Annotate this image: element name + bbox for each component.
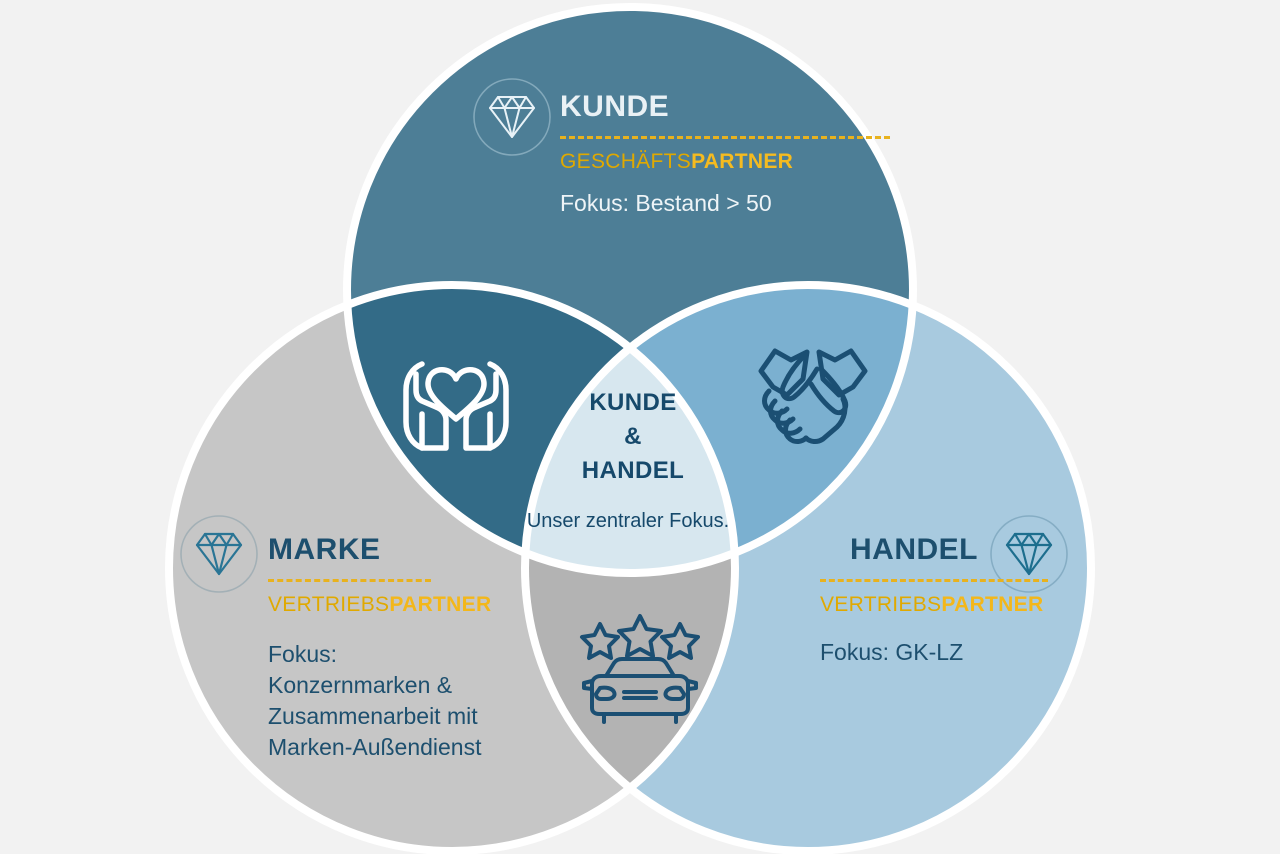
diamond-icon	[990, 515, 1068, 593]
handel-focus: Fokus: GK-LZ	[820, 639, 964, 665]
marke-focus-line-1: Fokus:	[268, 641, 338, 667]
overlap-center[interactable]	[525, 285, 1091, 851]
handel-partner-line: VERTRIEBSPARTNER	[820, 594, 1120, 615]
kunde-partner-line: GESCHÄFTSPARTNER	[560, 151, 890, 172]
outline-kunde	[343, 3, 917, 577]
marke-partner-bold: PARTNER	[389, 593, 492, 616]
handel-partner-thin: VERTRIEBS	[820, 593, 942, 616]
center-subtitle: Unser zentraler Fokus.	[526, 510, 730, 533]
car-stars-icon	[580, 614, 700, 724]
kunde-label-block: KUNDE GESCHÄFTSPARTNER Fokus: Bestand > …	[560, 92, 890, 219]
kunde-focus: Fokus: Bestand > 50	[560, 190, 772, 216]
diamond-icon	[180, 515, 258, 593]
diamond-icon	[473, 78, 551, 156]
handel-label-block: HANDEL VERTRIEBSPARTNER Fokus: GK-LZ	[820, 535, 1120, 668]
center-title: KUNDE & HANDEL	[533, 386, 733, 488]
circle-outlines	[165, 3, 1095, 854]
marke-partner-line: VERTRIEBSPARTNER	[268, 594, 588, 615]
marke-focus-line-2: Konzernmarken &	[268, 672, 453, 699]
hands-holding-heart-icon	[403, 361, 509, 451]
outline-marke	[165, 281, 739, 854]
marke-focus-line-4: Marken-Außendienst	[268, 734, 482, 761]
center-title-line-1: KUNDE	[589, 389, 677, 416]
kunde-partner-bold: PARTNER	[691, 150, 794, 173]
handshake-icon	[758, 348, 868, 444]
handel-title: HANDEL	[850, 533, 978, 566]
center-title-line-2: &	[624, 423, 642, 451]
marke-focus-line-3: Zusammenarbeit mit	[268, 703, 478, 730]
marke-label-block: MARKE VERTRIEBSPARTNER Fokus: Konzernmar…	[268, 535, 588, 763]
marke-partner-thin: VERTRIEBS	[268, 593, 390, 616]
marke-title: MARKE	[268, 533, 381, 566]
center-title-line-3: HANDEL	[581, 457, 685, 485]
marke-focus: Fokus: Konzernmarken & Zusammenarbeit mi…	[268, 639, 588, 763]
kunde-partner-thin: GESCHÄFTS	[560, 150, 692, 173]
marke-divider	[268, 579, 431, 582]
handel-divider	[820, 579, 1048, 582]
handel-partner-bold: PARTNER	[941, 593, 1044, 616]
center-label-block: KUNDE & HANDEL Unser zentraler Fokus.	[527, 386, 733, 533]
outline-handel	[521, 281, 1095, 854]
kunde-title: KUNDE	[560, 90, 670, 123]
kunde-divider	[560, 136, 890, 139]
